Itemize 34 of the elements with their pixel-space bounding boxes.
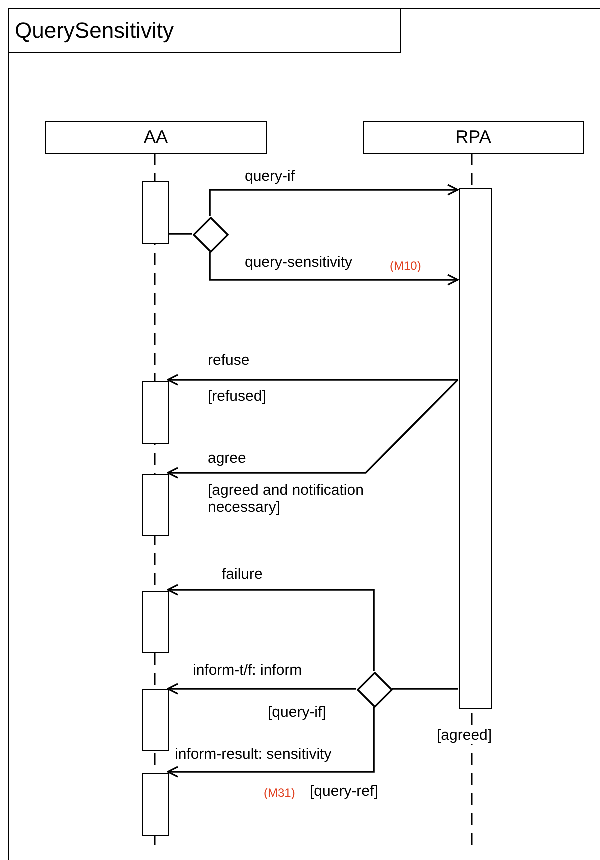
guard-condition: [agreed and notification necessary]	[208, 482, 365, 516]
guard-condition: [refused]	[208, 388, 266, 405]
guard-condition: [agreed]	[437, 727, 492, 744]
frame-title: QuerySensitivity	[9, 9, 401, 53]
activation-bar	[142, 773, 169, 836]
protocol-frame	[8, 8, 600, 860]
activation-bar	[459, 188, 492, 709]
lifeline-head: RPA	[363, 121, 584, 154]
decision-diamond	[193, 217, 229, 253]
activation-bar	[142, 474, 169, 536]
message-arrow	[209, 184, 459, 216]
message-label: query-sensitivity	[245, 254, 353, 271]
message-label: inform-result: sensitivity	[175, 746, 332, 763]
guard-condition: [query-if]	[268, 704, 326, 721]
message-arrow	[167, 584, 375, 671]
message-arrow	[209, 252, 459, 286]
message-number: (M31)	[264, 785, 296, 802]
guard-condition: [query-ref]	[310, 783, 378, 800]
message-arrow	[167, 374, 458, 386]
activation-bar	[142, 591, 169, 653]
activation-bar	[142, 689, 169, 751]
message-label: failure	[222, 566, 263, 583]
message-label: query-if	[245, 168, 296, 185]
decision-diamond	[357, 672, 393, 708]
activation-bar	[142, 381, 169, 444]
lifeline-head: AA	[45, 121, 267, 154]
message-number: (M10)	[390, 258, 422, 275]
message-arrow	[167, 683, 356, 695]
activation-bar	[142, 181, 169, 244]
message-label: inform-t/f: inform	[193, 662, 302, 679]
message-arrow	[167, 379, 459, 479]
message-arrow	[167, 707, 375, 778]
message-label: refuse	[208, 352, 250, 369]
message-label: agree	[208, 450, 246, 467]
